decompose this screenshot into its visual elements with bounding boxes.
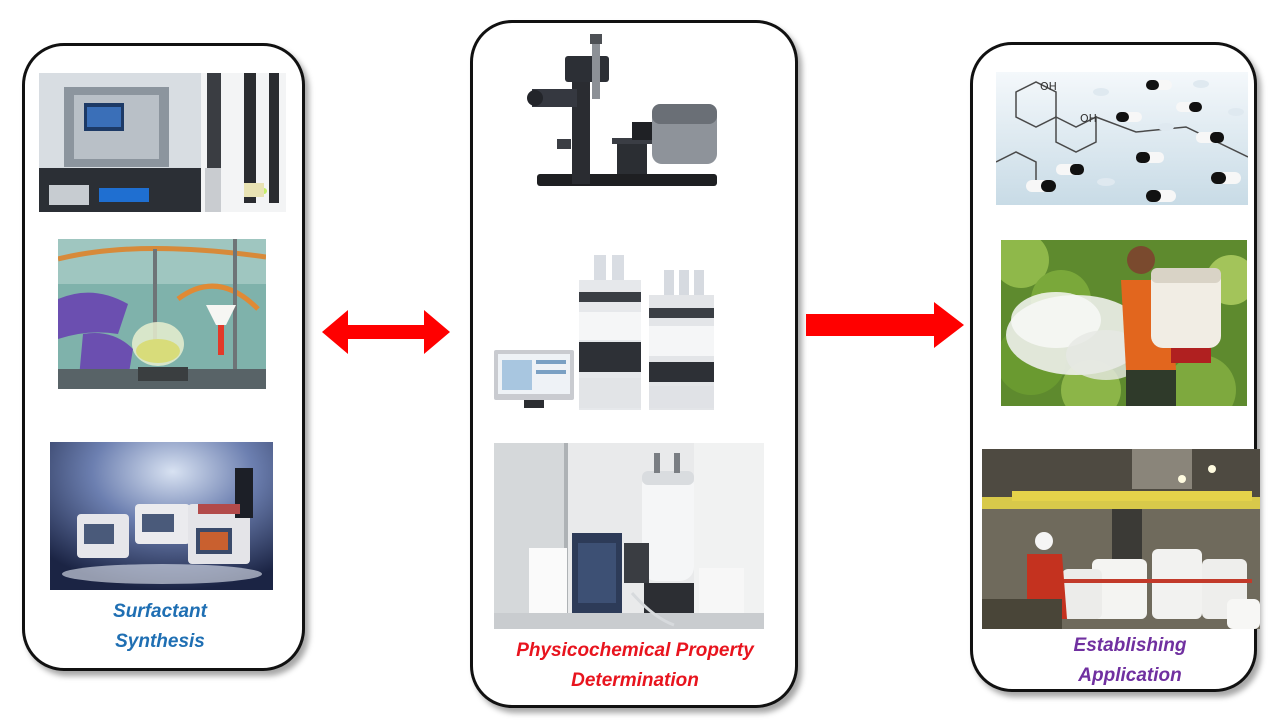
caption-line-2: Synthesis [115,631,205,652]
hydroxyl-label: OH [1040,80,1057,93]
caption-line-1: Physicochemical Property [516,640,754,661]
double-arrow-synthesis-physicochemical [322,310,450,354]
hplc-system-photo [494,230,719,412]
nmr-spectrometer-photo [494,443,764,629]
arrow-physicochemical-application [806,302,964,348]
caption-line-1: Establishing [1073,635,1187,656]
glassware-synthesis-setup-photo [58,239,266,389]
microwave-reactor-photo [50,442,273,590]
establishing-application-caption: Establishing Application [1000,631,1260,691]
industrial-paper-rolls-photo [982,449,1260,629]
caption-line-2: Application [1078,665,1182,686]
contact-angle-goniometer-photo [527,34,723,194]
pharmaceutical-pills-molecule-photo: OH OH [996,72,1248,205]
pesticide-spraying-photo [1001,240,1247,406]
caption-line-2: Determination [571,670,699,691]
hydroxyl-label: OH [1080,112,1097,125]
caption-line-1: Surfactant [113,601,207,622]
physicochemical-caption: Physicochemical Property Determination [480,636,790,696]
surfactant-synthesis-caption: Surfactant Synthesis [60,597,260,657]
automated-synthesis-robot-photo [39,73,286,212]
